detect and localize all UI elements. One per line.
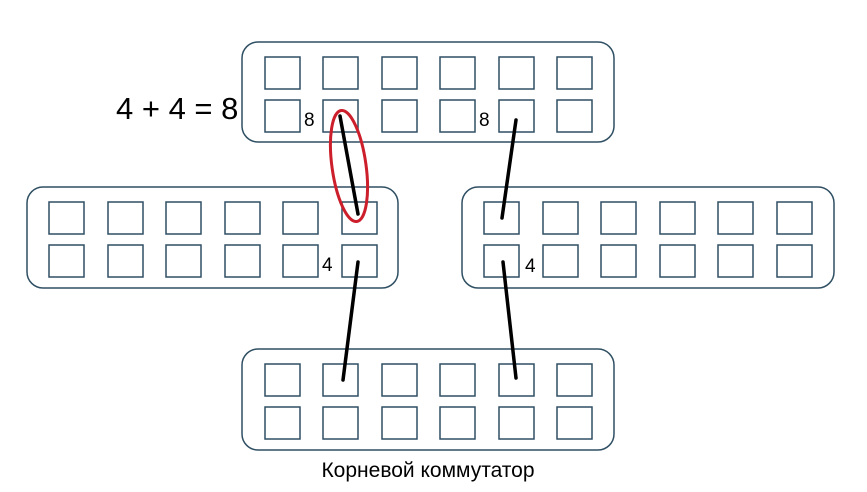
port bbox=[224, 201, 261, 235]
port-label-right-switch: 4 bbox=[525, 256, 536, 277]
port bbox=[341, 244, 378, 278]
port bbox=[381, 56, 418, 90]
root-switch-caption: Корневой коммутатор bbox=[321, 459, 534, 482]
port bbox=[556, 99, 593, 133]
port bbox=[165, 201, 202, 235]
port bbox=[556, 406, 593, 440]
port bbox=[600, 201, 637, 235]
formula-text: 4 + 4 = 8 bbox=[116, 91, 238, 126]
port bbox=[542, 201, 579, 235]
port bbox=[659, 244, 696, 278]
port bbox=[264, 99, 301, 133]
port bbox=[776, 244, 813, 278]
port bbox=[542, 244, 579, 278]
port bbox=[556, 363, 593, 397]
port bbox=[282, 244, 319, 278]
port bbox=[224, 244, 261, 278]
highlight-ellipse bbox=[328, 108, 370, 224]
port bbox=[48, 244, 85, 278]
root-switch bbox=[241, 348, 615, 451]
port bbox=[439, 406, 476, 440]
port bbox=[264, 56, 301, 90]
port-label-top-left: 8 bbox=[304, 110, 315, 131]
port bbox=[439, 99, 476, 133]
port bbox=[381, 363, 418, 397]
port-label-left-switch: 4 bbox=[322, 255, 333, 276]
port bbox=[600, 244, 637, 278]
left-switch bbox=[26, 186, 399, 289]
port bbox=[776, 201, 813, 235]
port bbox=[107, 201, 144, 235]
port bbox=[381, 99, 418, 133]
port bbox=[165, 244, 202, 278]
top-switch bbox=[241, 41, 615, 143]
wire-top-to-right bbox=[500, 118, 518, 220]
port bbox=[717, 244, 754, 278]
top-switch-ports bbox=[264, 56, 593, 133]
port bbox=[282, 201, 319, 235]
port bbox=[322, 363, 359, 397]
wire-right-to-root bbox=[501, 260, 518, 380]
port bbox=[498, 406, 535, 440]
port bbox=[717, 201, 754, 235]
right-switch-ports bbox=[483, 201, 813, 278]
port bbox=[381, 406, 418, 440]
port bbox=[264, 363, 301, 397]
port bbox=[439, 363, 476, 397]
port bbox=[556, 56, 593, 90]
right-switch bbox=[461, 186, 835, 289]
wire-top-to-left bbox=[338, 114, 360, 216]
port bbox=[107, 244, 144, 278]
port bbox=[439, 56, 476, 90]
port bbox=[341, 201, 378, 235]
port bbox=[322, 56, 359, 90]
port bbox=[322, 406, 359, 440]
root-switch-ports bbox=[264, 363, 593, 440]
wires bbox=[338, 114, 518, 382]
wire-left-to-root bbox=[341, 260, 360, 382]
port bbox=[264, 406, 301, 440]
port bbox=[48, 201, 85, 235]
left-switch-ports bbox=[48, 201, 378, 278]
port bbox=[498, 56, 535, 90]
port bbox=[483, 244, 520, 278]
port-label-top-right: 8 bbox=[479, 110, 490, 131]
port bbox=[659, 201, 696, 235]
